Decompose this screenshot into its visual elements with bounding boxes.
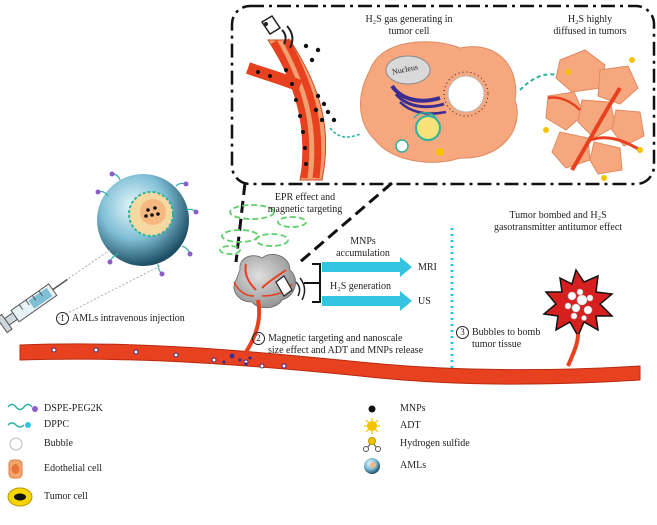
us-label: US — [418, 296, 431, 307]
syringe-icon — [0, 278, 68, 334]
green-magnetic-field — [219, 204, 307, 255]
hydrogen-sulfide-icon — [363, 437, 381, 452]
legend-tumor-cell: Tumor cell — [44, 491, 88, 502]
tumor-tissue-inset — [545, 49, 645, 175]
legend-adt: ADT — [400, 420, 421, 431]
mri-label: MRI — [418, 262, 437, 273]
magnet-icon — [275, 275, 306, 301]
legend-right-icons — [363, 405, 381, 474]
endothelial-cell-icon — [8, 459, 23, 479]
legend-amls: AMLs — [400, 460, 427, 471]
legend-hydrogen-sulfide: Hydrogen sulfide — [400, 438, 470, 449]
legend-mnps: MNPs — [400, 403, 426, 414]
legend-bubble: Bubble — [44, 438, 73, 449]
amls-icon — [364, 458, 380, 474]
main-blood-vessel — [19, 343, 641, 385]
dppc-icon — [7, 422, 31, 428]
tumor-mass-step2 — [233, 254, 296, 362]
legend-dppc: DPPC — [44, 419, 70, 430]
zoom-line-left — [234, 182, 247, 263]
mnps-icon — [368, 405, 376, 413]
zoom-line-right — [299, 181, 393, 264]
vessel-particles-step2 — [222, 354, 252, 366]
tumor-cell-inset — [360, 41, 518, 163]
bubble-icon — [9, 437, 23, 451]
mri-arrow — [322, 257, 412, 277]
tumor-cell-icon — [7, 487, 33, 507]
tumor-vessels-inset — [547, 86, 641, 172]
legend-left-icons — [7, 403, 38, 507]
aml-nanoparticle — [95, 171, 199, 277]
legend-dspe-peg2k: DSPE-PEG2K — [44, 403, 103, 414]
adt-icon — [364, 418, 380, 434]
dspe-peg2k-icon — [7, 403, 38, 412]
h2s-generation-label: H₂S generation — [330, 281, 391, 292]
tumor-explosion — [542, 268, 614, 367]
transducer-icon — [260, 14, 294, 49]
branch-bracket — [304, 263, 321, 303]
us-arrow — [322, 291, 412, 311]
inset-blood-vessel — [246, 38, 361, 181]
legend-endothelial-cell: Edothelial cell — [44, 463, 103, 474]
inset-panel — [230, 4, 656, 264]
